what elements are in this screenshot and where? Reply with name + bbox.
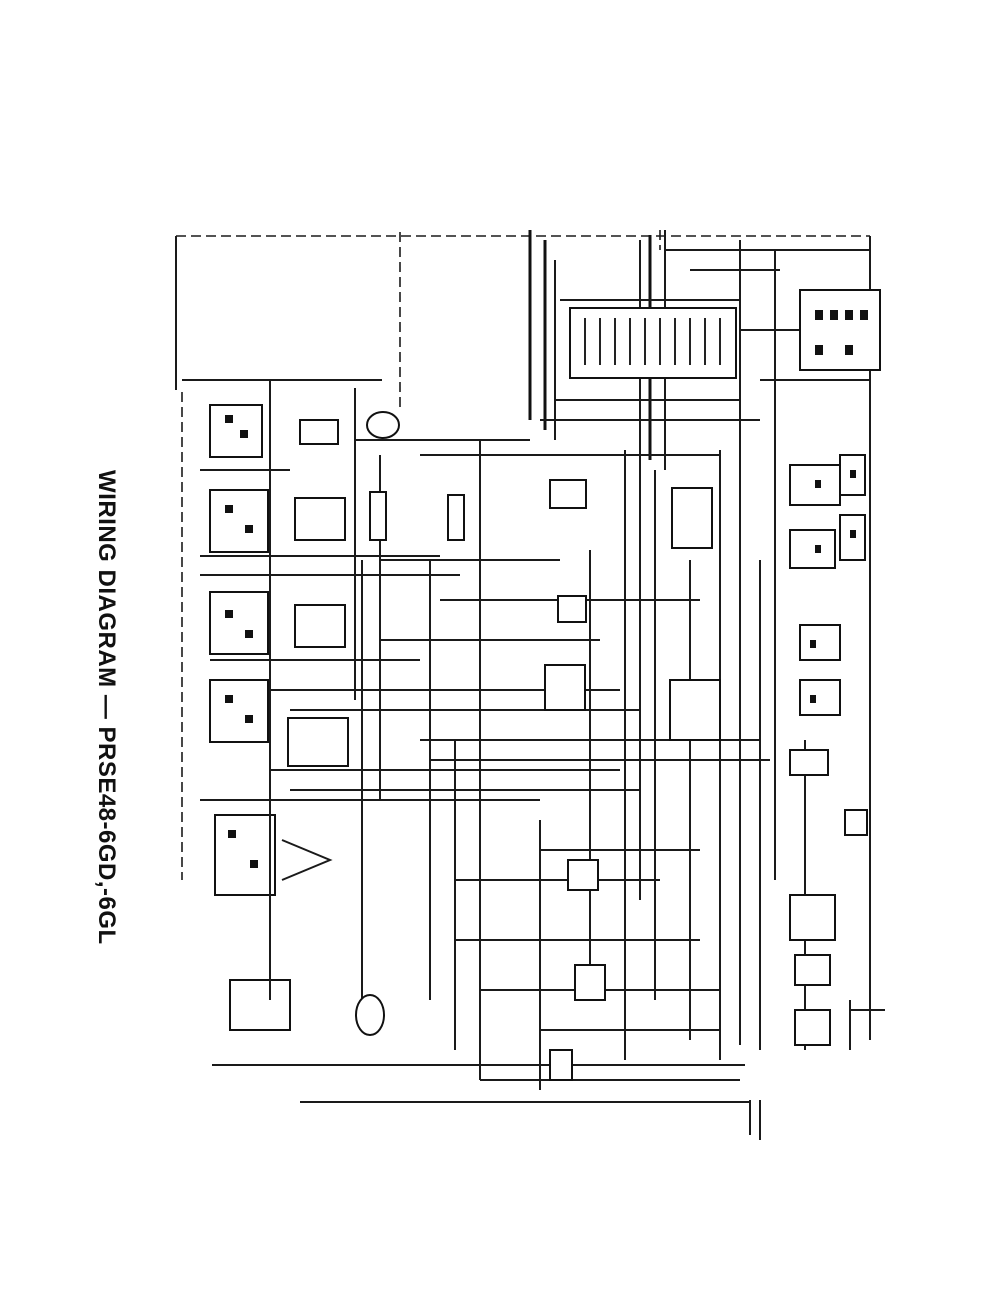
relay-coils bbox=[281, 411, 400, 881]
relay-column-left bbox=[209, 404, 291, 1031]
center-control-board bbox=[355, 479, 721, 1081]
horizontal-runs bbox=[182, 249, 870, 1081]
frame-wires bbox=[175, 230, 871, 1103]
relay-column-right bbox=[789, 454, 868, 1046]
terminal-block-top bbox=[569, 289, 881, 379]
ground-lines bbox=[749, 1009, 885, 1140]
